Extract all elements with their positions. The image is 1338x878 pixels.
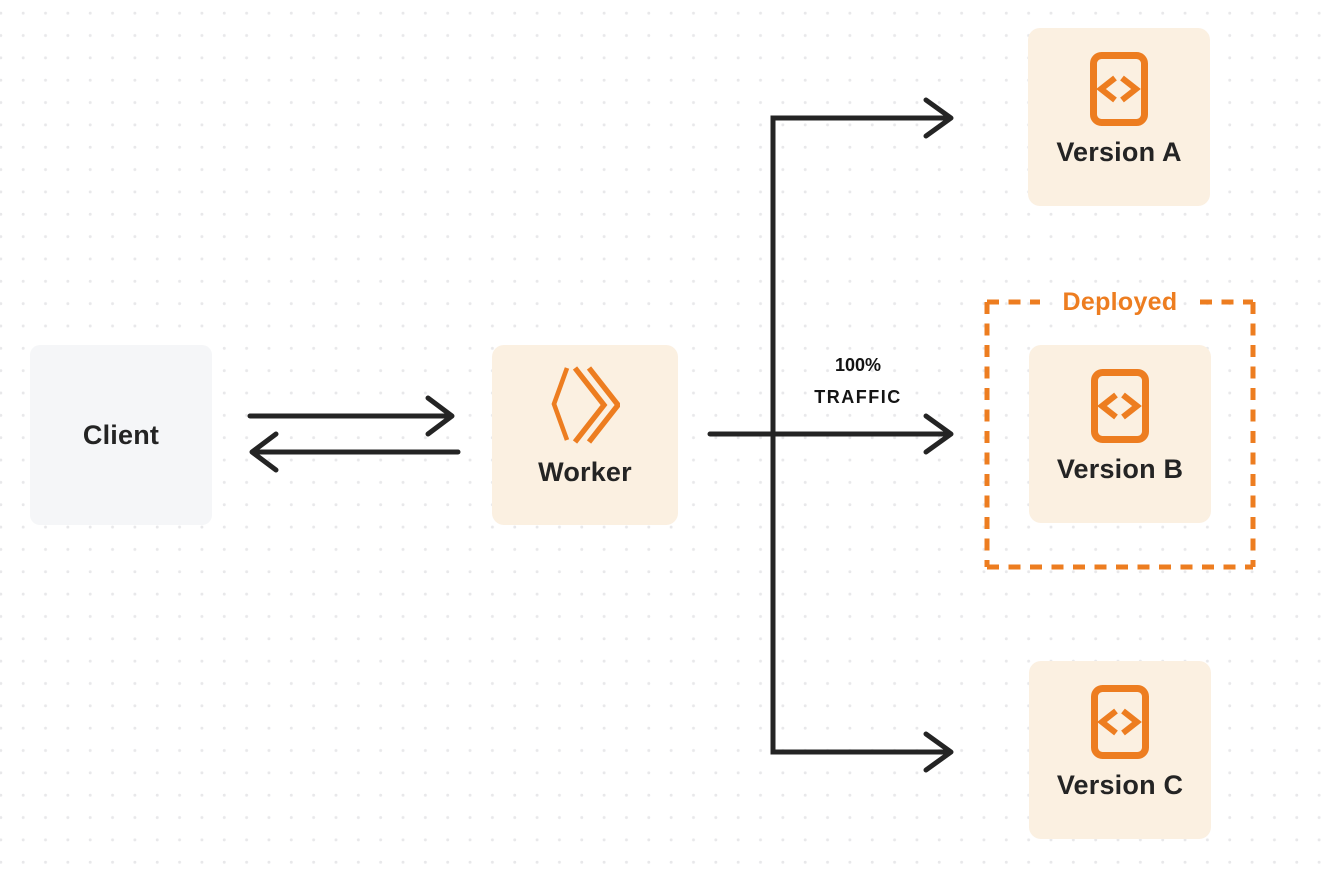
traffic-percent: 100% <box>834 355 882 375</box>
deployed-dashed-border <box>984 299 1256 570</box>
worker-node: Worker <box>492 345 678 525</box>
worker-to-client-arrow <box>249 431 461 473</box>
client-to-worker-arrow <box>247 395 455 437</box>
code-file-icon <box>1091 685 1149 759</box>
version-a-node: Version A <box>1028 28 1210 206</box>
traffic-word: TRAFFIC <box>814 387 902 407</box>
arrowhead-version-c <box>923 731 954 773</box>
worker-to-version-b-arrow <box>707 413 954 455</box>
deployed-label: Deployed <box>1062 288 1178 316</box>
version-c-node: Version C <box>1029 661 1211 839</box>
version-a-label: Version A <box>1056 137 1182 167</box>
version-c-label: Version C <box>1056 770 1184 800</box>
code-file-icon <box>1091 369 1149 443</box>
version-b-label: Version B <box>1056 454 1184 484</box>
workers-chevron-logo-icon <box>551 366 620 444</box>
worker-label: Worker <box>538 457 632 487</box>
version-b-node: Version B <box>1029 345 1211 523</box>
traffic-annotation: 100% TRAFFIC <box>799 349 917 413</box>
code-file-icon <box>1090 52 1148 126</box>
client-label: Client <box>82 419 160 450</box>
client-node: Client <box>30 345 212 525</box>
arrowhead-version-a <box>923 97 954 139</box>
